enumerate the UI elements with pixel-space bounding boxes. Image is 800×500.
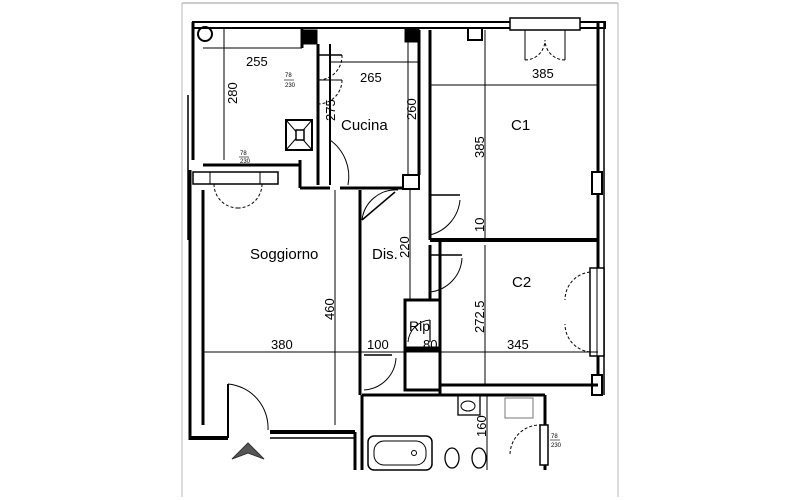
- dimension-lines: [203, 28, 598, 470]
- window-tag-bath-bottom: 230: [551, 443, 562, 449]
- dim-corridor-100: 100: [367, 337, 389, 352]
- window-tag-bath-top: 78: [551, 434, 558, 440]
- dim-soggiorno-width: 380: [271, 337, 293, 352]
- walls: [187, 17, 606, 470]
- dim-terrace-width: 255: [246, 54, 268, 69]
- dim-bath-160: 160: [474, 415, 489, 437]
- entrance-arrow-icon: [231, 442, 265, 460]
- soggiorno-window: [192, 171, 279, 209]
- dim-dis-220: 220: [397, 236, 412, 258]
- dim-wall-10: 10: [472, 218, 487, 232]
- dim-c1-width: 385: [532, 66, 554, 81]
- dim-kitchen-width: 265: [360, 70, 382, 85]
- dim-c2-depth: 272.5: [472, 300, 487, 333]
- dim-c1-depth: 385: [472, 136, 487, 158]
- dim-soggiorno-depth: 460: [322, 298, 337, 320]
- room-label-cucina: Cucina: [341, 117, 388, 134]
- c2-window: [564, 271, 591, 353]
- c1-window: [524, 30, 566, 61]
- room-label-rip: Rip: [409, 318, 430, 334]
- room-label-dis: Dis.: [372, 246, 398, 263]
- dim-c2-width: 345: [507, 337, 529, 352]
- room-label-c2: C2: [512, 274, 531, 291]
- dim-terrace-depth: 280: [225, 82, 240, 104]
- room-label-soggiorno: Soggiorno: [250, 246, 318, 263]
- room-label-c1: C1: [511, 117, 530, 134]
- dim-kitchen-depth: 260: [404, 98, 419, 120]
- window-tag-bottom: 230: [285, 83, 296, 89]
- bathroom-fixtures: [367, 394, 534, 471]
- window-tag2-bottom: 230: [240, 159, 251, 165]
- window-tag2-top: 78: [240, 151, 247, 157]
- dim-rip-80: 80: [423, 337, 437, 352]
- window-tag-top: 78: [285, 73, 292, 79]
- dim-kitchen-side: 275: [323, 99, 338, 121]
